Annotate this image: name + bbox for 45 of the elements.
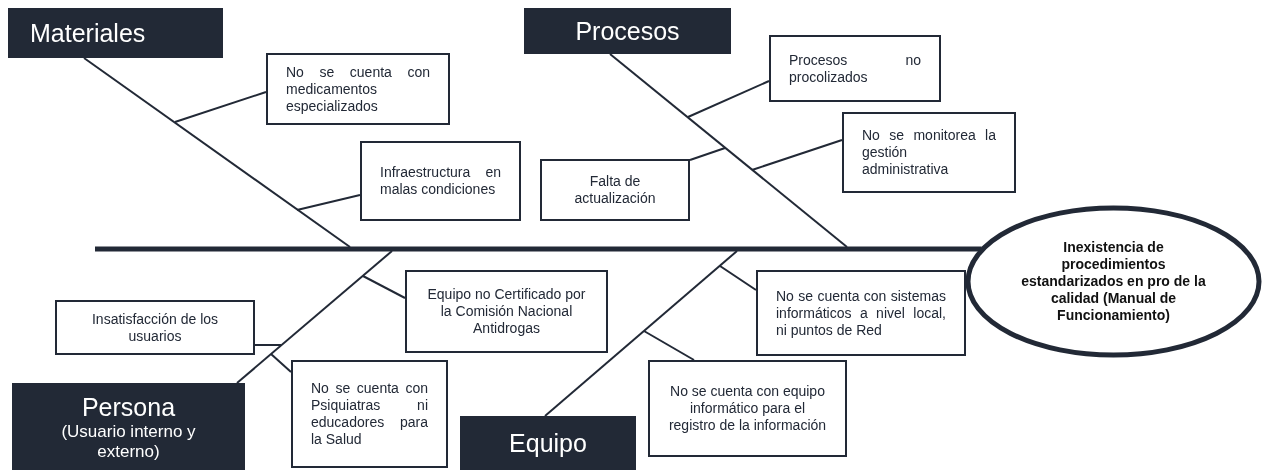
cause-box bbox=[648, 360, 847, 457]
cause-text: No se monitorea la gestión administrativa bbox=[862, 127, 996, 178]
cause-text: No se cuenta con Psiquiatras ni educadores para la Salud bbox=[311, 380, 428, 448]
category-label: Persona bbox=[81, 391, 176, 422]
fishbone-spine bbox=[95, 246, 982, 252]
branch-line bbox=[751, 139, 843, 171]
branch-line bbox=[719, 265, 757, 291]
branch-line bbox=[643, 330, 695, 361]
branch-line bbox=[689, 147, 726, 161]
cause-text: No se cuenta con equipo informático para el registro de la información bbox=[668, 383, 827, 434]
category-subtitle: (Usuario interno y externo) bbox=[60, 421, 197, 462]
branch-line bbox=[270, 353, 292, 373]
cause-text: Falta de actualización bbox=[573, 173, 657, 207]
category-box bbox=[524, 8, 731, 54]
cause-box bbox=[756, 270, 966, 356]
cause-box bbox=[55, 300, 255, 355]
branch-line bbox=[544, 250, 738, 417]
cause-text: Insatisfacción de los usuarios bbox=[90, 310, 220, 345]
branch-line bbox=[687, 80, 770, 118]
branch-line bbox=[236, 250, 393, 384]
category-label: Procesos bbox=[575, 16, 680, 46]
category-label: Materiales bbox=[30, 18, 146, 48]
cause-box bbox=[540, 159, 690, 221]
category-label: Equipo bbox=[509, 428, 587, 458]
category-box bbox=[460, 416, 636, 470]
cause-box bbox=[266, 53, 450, 125]
cause-box bbox=[405, 270, 608, 353]
branch-line bbox=[174, 91, 267, 123]
branch-line bbox=[362, 275, 406, 299]
branch-line bbox=[254, 344, 282, 346]
cause-box bbox=[291, 360, 448, 468]
cause-box bbox=[769, 35, 941, 102]
cause-text: Procesos no procolizados bbox=[789, 51, 921, 86]
effect-text: Inexistencia de procedimientos estandarizados en pro de la calidad (Manual de Funcionamiento) bbox=[1020, 239, 1207, 324]
category-box bbox=[8, 8, 223, 58]
cause-text: No se cuenta con sistemas informáticos a nivel local, ni puntos de Red bbox=[776, 287, 946, 339]
branch-line bbox=[609, 53, 848, 248]
cause-text: Infraestructura en malas condiciones bbox=[380, 164, 501, 198]
category-box bbox=[12, 383, 245, 470]
cause-box bbox=[842, 112, 1016, 193]
cause-text: No se cuenta con medicamentos especializados bbox=[286, 63, 430, 115]
branch-line bbox=[83, 57, 351, 248]
cause-text: Equipo no Certificado por la Comisión Nacional Antidrogas bbox=[426, 286, 587, 337]
cause-box bbox=[360, 141, 521, 221]
branch-line bbox=[296, 194, 361, 211]
